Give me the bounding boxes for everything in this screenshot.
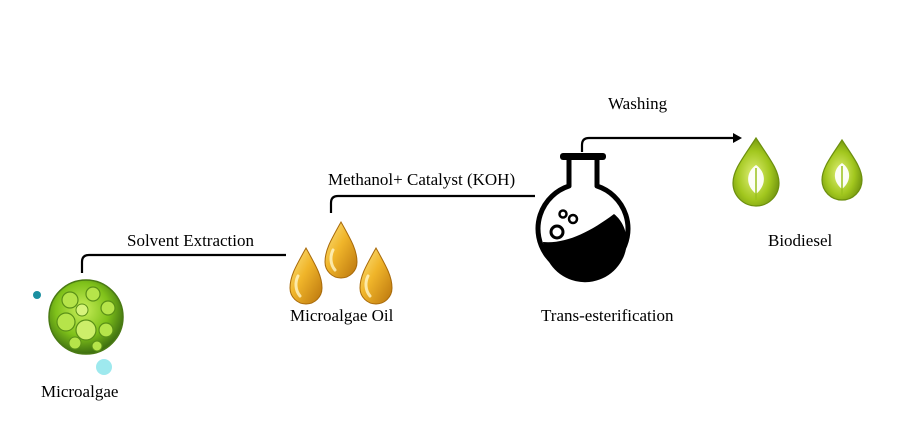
microalgae-icon [33,279,124,375]
biodiesel-label: Biodiesel [768,231,833,250]
methanol-catalyst-label: Methanol+ Catalyst (KOH) [328,170,516,189]
washing-arrow [580,136,735,152]
washing-label: Washing [608,94,668,113]
oil-drops-icon [289,220,393,305]
solvent-extraction-label: Solvent Extraction [127,231,255,250]
flask-icon [535,153,631,283]
methanol-catalyst-arrow [329,194,535,213]
biodiesel-drops-icon [732,136,863,207]
arrowhead-icon [733,133,742,143]
solvent-extraction-arrow [80,253,286,273]
microalgae-oil-label: Microalgae Oil [290,306,394,325]
microalgae-label: Microalgae [41,382,119,401]
trans-esterification-label: Trans-esterification [541,306,674,325]
